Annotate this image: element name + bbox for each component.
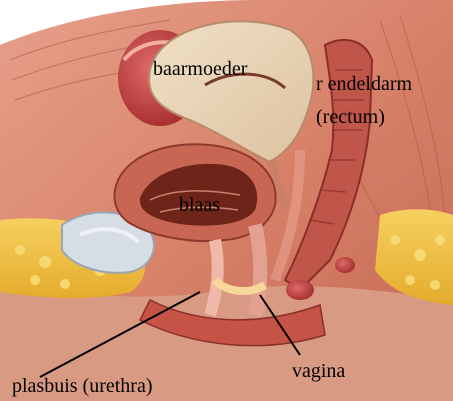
label-urethra: plasbuis (urethra)	[12, 375, 153, 397]
label-rectum-line-2: (rectum)	[316, 106, 385, 128]
label-rectum-line-1: r endeldarm	[316, 73, 412, 95]
label-uterus: baarmoeder	[153, 58, 247, 80]
label-bladder: blaas	[179, 194, 220, 216]
label-vagina: vagina	[292, 360, 345, 382]
